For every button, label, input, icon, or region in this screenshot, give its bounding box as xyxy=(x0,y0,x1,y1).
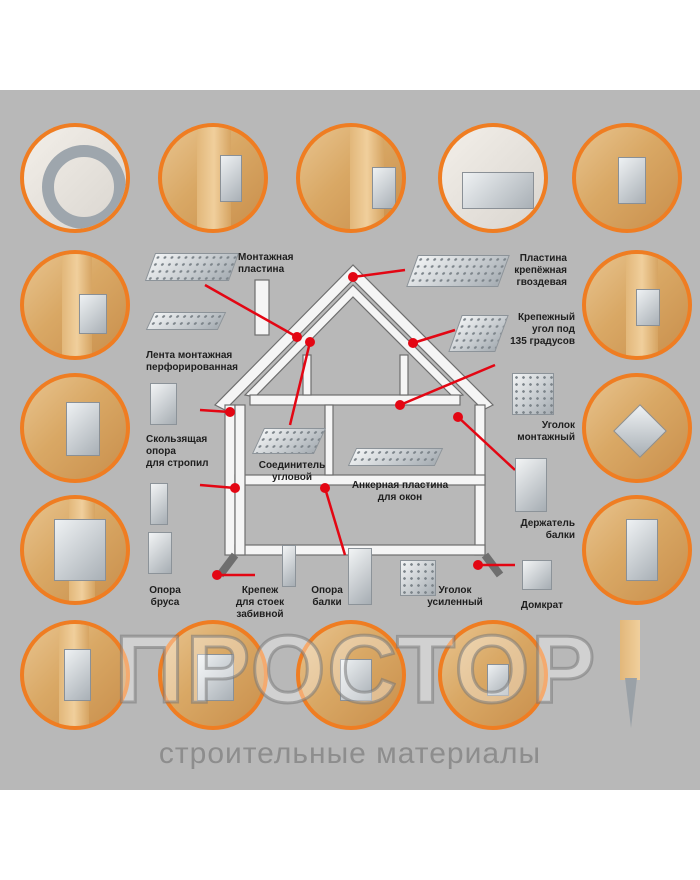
bottom-photo-2 xyxy=(158,620,268,730)
sliding-support-photo xyxy=(582,495,692,605)
beam-holder-image xyxy=(515,458,547,512)
brand-name: ПРОСТОР xyxy=(114,615,598,725)
angle-photo-1 xyxy=(158,123,268,233)
label-jack: Домкрат xyxy=(520,600,564,611)
angle-photo-3 xyxy=(20,250,130,360)
label-nail-plate: Пластина крепёжная гвоздевая xyxy=(514,253,567,288)
product-poster: Монтажная пластина Пластина крепёжная гв… xyxy=(0,90,700,790)
label-sliding-support: Скользящая опора для стропил xyxy=(146,434,209,469)
bottom-photo-1 xyxy=(20,620,130,730)
mounting-plate-image xyxy=(144,253,240,281)
label-reinforced-angle: Уголок усиленный xyxy=(427,585,483,608)
label-anchor-plate: Анкерная пластина для окон xyxy=(351,480,449,503)
mounting-angle-image xyxy=(512,373,554,415)
nail-plate-photo xyxy=(438,123,548,233)
reinforced-angle-image xyxy=(400,560,436,596)
post-anchor-image xyxy=(282,545,296,587)
bar-support-image-1 xyxy=(150,483,168,525)
perforated-tape-photo xyxy=(20,123,130,233)
hanger-photo-1 xyxy=(20,373,130,483)
label-bar-support: Опора бруса xyxy=(149,585,181,608)
label-corner-connector: Соединитель угловой xyxy=(258,460,326,483)
perforated-tape-image xyxy=(145,312,227,330)
hanger-photo-2 xyxy=(20,495,130,605)
ground-spike-photo xyxy=(615,620,645,730)
angle-photo-2 xyxy=(296,123,406,233)
joist-hanger-photo-1 xyxy=(572,123,682,233)
sliding-support-image xyxy=(150,383,177,425)
label-beam-holder: Держатель балки xyxy=(520,518,575,541)
label-post-anchor: Крепеж для стоек забивной xyxy=(235,585,285,620)
label-perforated-tape: Лента монтажная перфорированная xyxy=(146,350,238,373)
corner-connector-image xyxy=(251,428,327,454)
label-mounting-angle: Уголок монтажный xyxy=(517,420,575,443)
angle-135-photo xyxy=(582,373,692,483)
brand-logo-watermark: ПРОСТОР xyxy=(114,615,598,730)
brand-tagline: строительные материалы xyxy=(158,737,542,770)
label-mounting-plate: Монтажная пластина xyxy=(238,252,294,275)
bottom-photo-3 xyxy=(296,620,406,730)
angle-photo-4 xyxy=(582,250,692,360)
beam-support-image xyxy=(348,548,372,605)
label-beam-support: Опора балки xyxy=(311,585,343,608)
label-angle-135: Крепежный угол под 135 градусов xyxy=(510,312,575,347)
bar-support-image-2 xyxy=(148,532,172,574)
anchor-plate-image xyxy=(347,448,444,466)
bottom-photo-4 xyxy=(438,620,548,730)
jack-image xyxy=(522,560,552,590)
